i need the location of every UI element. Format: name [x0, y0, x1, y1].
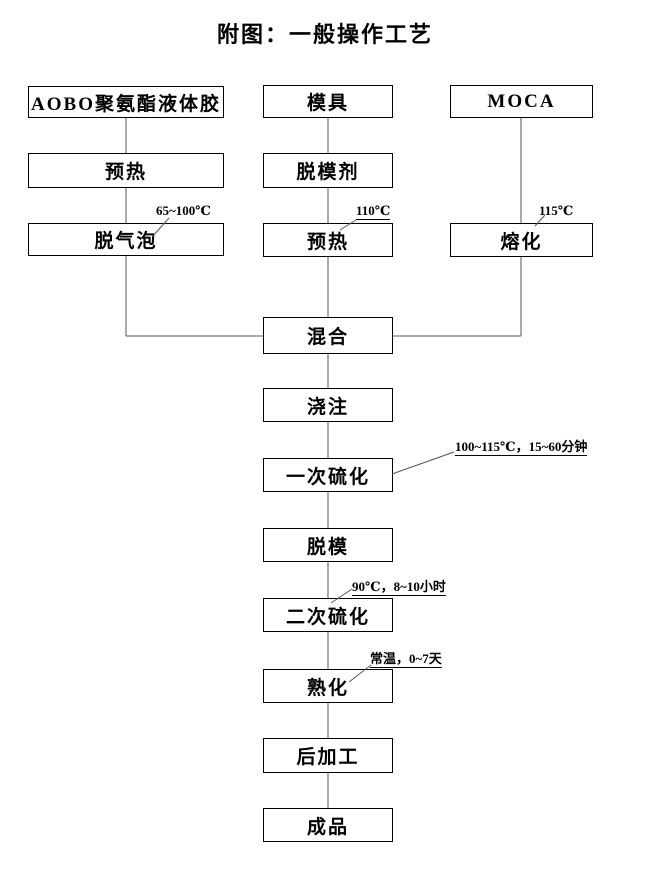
node-label: 熟化 [306, 677, 349, 699]
node-label: 二次硫化 [285, 606, 370, 628]
node-label: 脱气泡 [94, 231, 158, 252]
node-label: 成品 [306, 816, 349, 838]
node-preheat-left: 预热 [28, 153, 224, 188]
node-degas: 脱气泡 [28, 223, 224, 256]
node-aobo-liquid-glue: AOBO聚氨酯液体胶 [28, 86, 224, 118]
node-label: 脱模剂 [296, 162, 360, 183]
leader-first-cure-cond [391, 451, 455, 475]
node-label: 混合 [306, 327, 349, 348]
annotation-second-cure-cond: 90℃，8~10小时 [352, 579, 446, 597]
node-moca: MOCA [450, 85, 593, 118]
annotation-degas-temp: 65~100℃ [156, 203, 211, 218]
node-finished-product: 成品 [263, 808, 393, 842]
node-demold: 脱模 [263, 528, 393, 562]
node-release-agent: 脱模剂 [263, 153, 393, 188]
node-label: 浇注 [306, 396, 349, 418]
node-label: 模具 [306, 93, 349, 114]
node-label: 预热 [104, 162, 147, 183]
node-label: AOBO聚氨酯液体胶 [31, 93, 221, 115]
node-label: 后加工 [296, 747, 360, 768]
node-preheat-mid: 预热 [263, 223, 393, 257]
node-label: 一次硫化 [285, 466, 370, 488]
page-title: 附图：一般操作工艺 [216, 22, 433, 47]
node-melt: 熔化 [450, 223, 593, 257]
node-mix: 混合 [263, 317, 393, 354]
node-aging: 熟化 [263, 669, 393, 703]
node-second-cure: 二次硫化 [263, 598, 393, 632]
annotation-preheat-mid-temp: 110℃ [356, 203, 391, 221]
annotation-first-cure-cond: 100~115℃，15~60分钟 [455, 439, 588, 457]
node-label: 脱模 [306, 536, 349, 558]
node-first-cure: 一次硫化 [263, 458, 393, 492]
node-label: MOCA [487, 90, 556, 112]
annotation-aging-cond: 常温，0~7天 [370, 651, 442, 669]
node-post-process: 后加工 [263, 738, 393, 773]
annotation-melt-temp: 115℃ [539, 203, 574, 218]
node-cast: 浇注 [263, 388, 393, 422]
node-mold: 模具 [263, 85, 393, 118]
node-label: 预热 [306, 231, 349, 253]
node-label: 熔化 [500, 231, 543, 253]
